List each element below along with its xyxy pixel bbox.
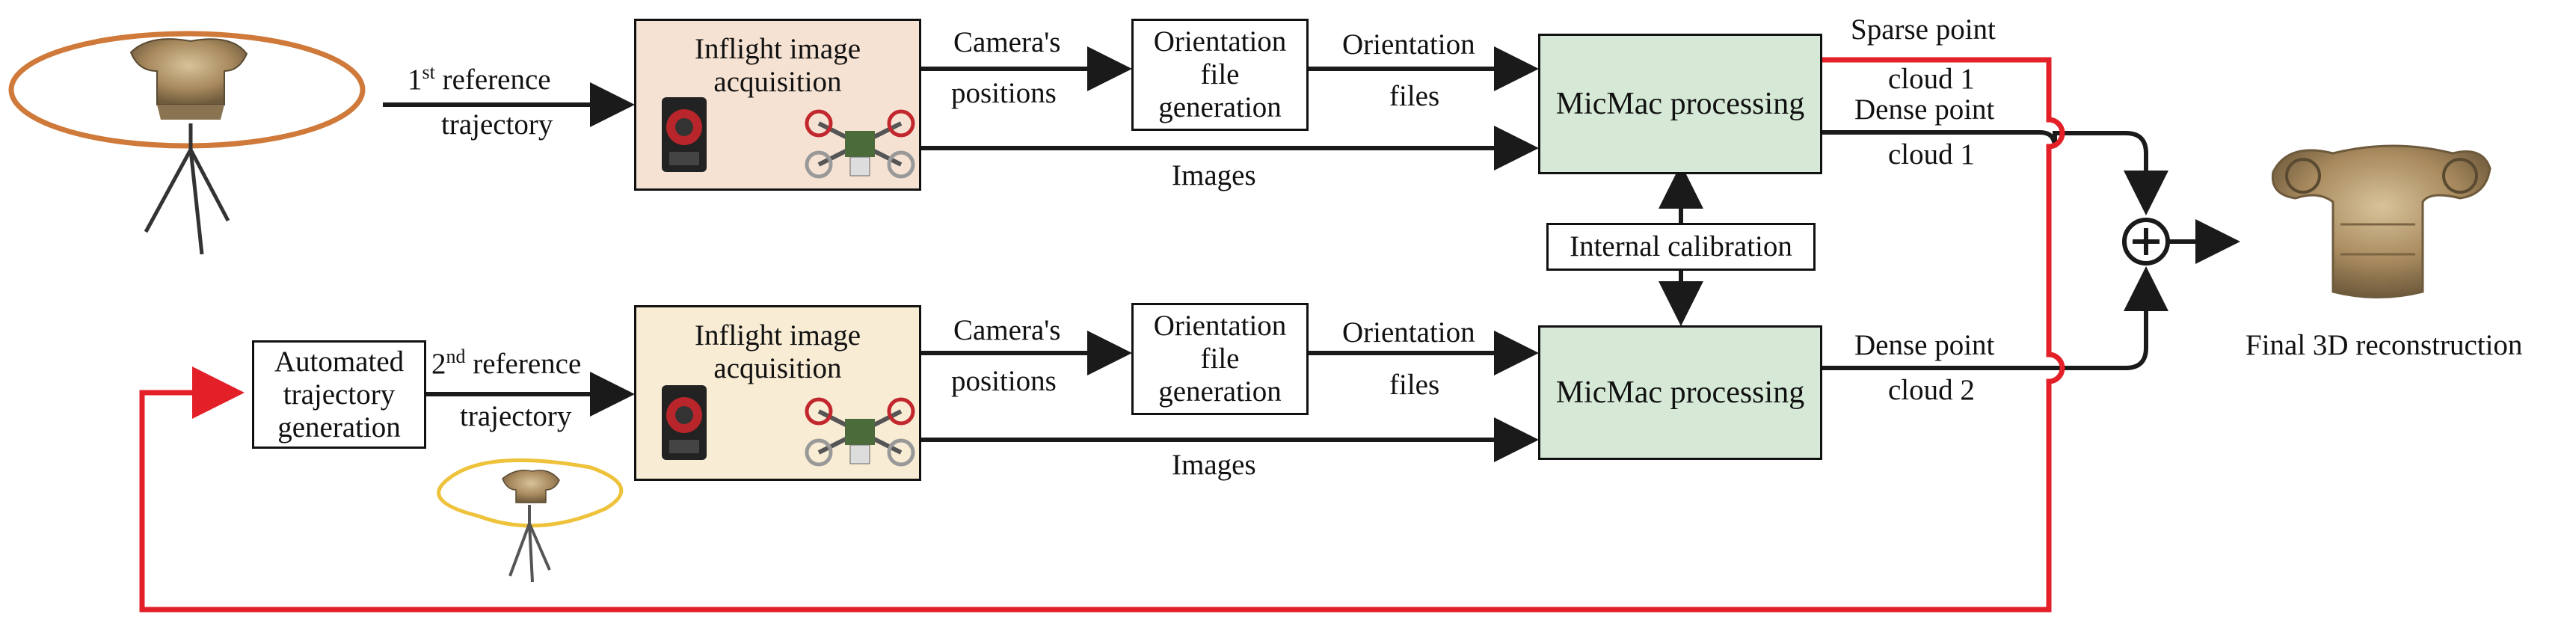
dense-cloud1-line1: Dense point xyxy=(1854,93,1995,126)
dense-cloud2-line2: cloud 2 xyxy=(1888,374,1975,406)
drone-icon xyxy=(804,101,916,187)
internal-calibration-box: Internal calibration xyxy=(1546,223,1816,271)
ref2-label-line1: 2nd reference xyxy=(431,346,582,381)
camera-positions-bottom-line2: positions xyxy=(951,365,1057,397)
ref1-suffix: reference xyxy=(434,64,551,96)
micmac-bottom-label: MicMac processing xyxy=(1555,375,1805,410)
orbit-bottom-icon xyxy=(437,458,624,528)
dense-cloud2-line1: Dense point xyxy=(1854,329,1995,361)
orient-top-line3: generation xyxy=(1158,91,1282,123)
ref1-label-line2: trajectory xyxy=(441,108,553,141)
orient-bottom-line2: file xyxy=(1200,343,1240,375)
tripod-icon xyxy=(144,123,230,255)
tripod-icon xyxy=(508,505,551,583)
automated-trajectory-box: Automated trajectory generation xyxy=(252,340,426,449)
circled-plus-icon xyxy=(2122,218,2170,266)
camera-positions-top-line2: positions xyxy=(951,77,1057,109)
orientation-file-box-bottom: Orientation file generation xyxy=(1131,303,1309,415)
camera-device-icon xyxy=(658,93,710,180)
images-bottom-label: Images xyxy=(1172,449,1256,481)
arrow-dense1-to-plus xyxy=(1822,130,2168,215)
ref2-label-line2: trajectory xyxy=(460,400,572,432)
ionic-column-capital-icon xyxy=(129,38,248,120)
camera-device-icon xyxy=(658,381,710,467)
orientation-files-top-line1: Orientation xyxy=(1342,28,1475,61)
auto-line3: generation xyxy=(277,411,401,444)
micmac-top-label: MicMac processing xyxy=(1555,87,1805,121)
orient-bottom-line3: generation xyxy=(1158,375,1282,408)
ref2-sup: nd xyxy=(446,346,466,367)
orientation-file-box-top: Orientation file generation xyxy=(1131,19,1309,131)
orient-top-line1: Orientation xyxy=(1153,25,1287,58)
auto-line1: Automated xyxy=(274,345,405,378)
ref2-suffix: reference xyxy=(465,348,582,380)
calibration-label: Internal calibration xyxy=(1570,230,1792,263)
drone-icon xyxy=(804,389,916,475)
ref2-prefix: 2 xyxy=(431,348,446,380)
camera-positions-top-line1: Camera's xyxy=(953,26,1061,58)
micmac-processing-box-bottom: MicMac processing xyxy=(1538,325,1822,460)
acq-top-line2: acquisition xyxy=(713,66,842,98)
orientation-files-bottom-line2: files xyxy=(1389,369,1440,401)
orientation-files-top-line2: files xyxy=(1389,80,1440,112)
acq-bottom-line2: acquisition xyxy=(713,352,842,384)
acq-bottom-line1: Inflight image xyxy=(694,319,861,352)
auto-line2: trajectory xyxy=(283,378,396,411)
sparse-cloud-line2: cloud 1 xyxy=(1888,63,1975,95)
orientation-files-bottom-line1: Orientation xyxy=(1342,316,1475,349)
arrow-dense2-to-plus xyxy=(1822,266,2168,370)
orient-top-line2: file xyxy=(1200,58,1240,90)
micmac-processing-box-top: MicMac processing xyxy=(1538,34,1822,174)
ref1-label-line1: 1st reference xyxy=(408,61,551,96)
orbit-top-icon xyxy=(8,31,366,149)
images-top-label: Images xyxy=(1172,159,1256,191)
final-reconstruction-label: Final 3D reconstruction xyxy=(2245,329,2523,361)
sparse-cloud-line1: Sparse point xyxy=(1851,13,1996,46)
orient-bottom-line1: Orientation xyxy=(1153,310,1287,342)
ref1-prefix: 1 xyxy=(408,64,422,96)
final-reconstruction-icon xyxy=(2271,144,2492,298)
dense-cloud1-line2: cloud 1 xyxy=(1888,138,1975,171)
ref1-sup: st xyxy=(422,61,435,83)
feedback-loop-line xyxy=(139,57,2065,613)
camera-positions-bottom-line1: Camera's xyxy=(953,314,1061,346)
ionic-column-capital-icon xyxy=(502,470,560,503)
acq-top-line1: Inflight image xyxy=(694,33,861,65)
